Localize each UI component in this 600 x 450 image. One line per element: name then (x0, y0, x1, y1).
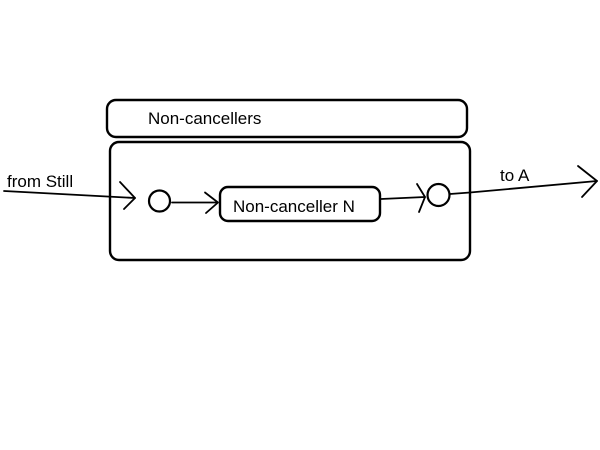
node-box (218, 185, 382, 223)
node-to-port-arrowhead-icon (416, 183, 426, 213)
output-arrowhead-icon (577, 165, 598, 198)
group-header-box (105, 98, 469, 139)
output-port-circle (426, 182, 451, 208)
node-label: Non-canceller N (233, 197, 355, 216)
node-to-port-wire (380, 196, 426, 200)
group-title-label: Non-cancellers (148, 109, 261, 128)
input-port-circle (147, 189, 172, 213)
output-wire (449, 180, 598, 195)
to-a-label: to A (500, 166, 530, 185)
input-wire (3, 190, 136, 199)
input-arrowhead-icon (119, 181, 136, 210)
from-still-label: from Still (7, 172, 73, 191)
port-to-node-arrowhead-icon (204, 191, 219, 214)
